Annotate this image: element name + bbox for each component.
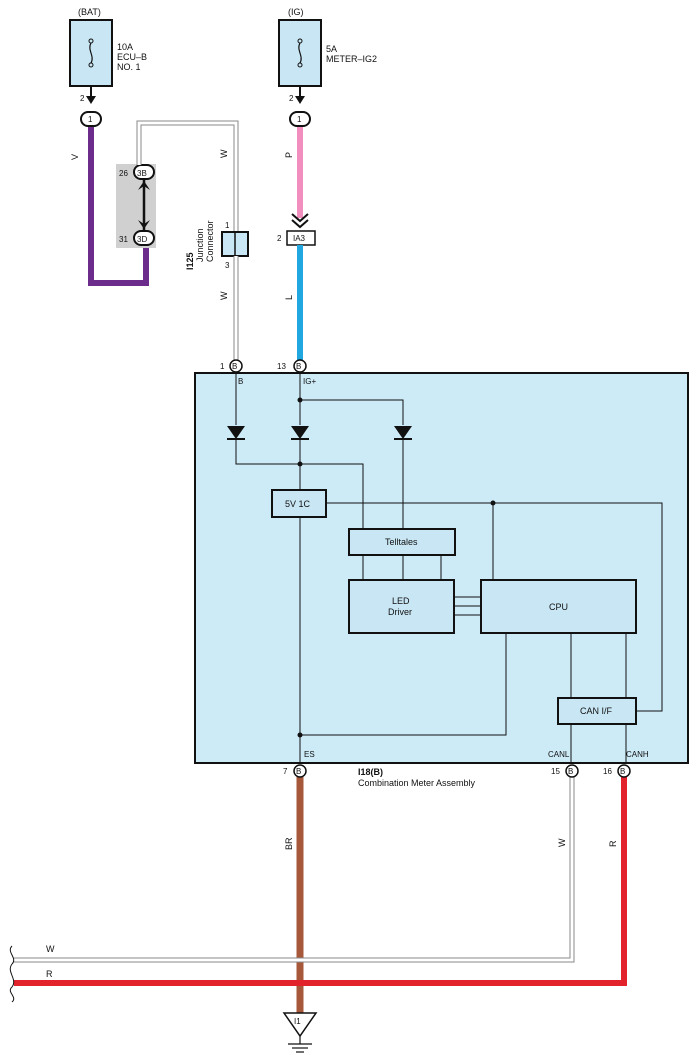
fuse-meter-ig2-amps: 5A [326, 44, 337, 54]
meter-id: I18(B) [358, 767, 383, 777]
wire-v-label: V [70, 154, 80, 160]
regulator-label: 5V 1C [285, 499, 311, 509]
connector-3b-pin: 26 [119, 169, 128, 178]
fuse-meter-ig2-terminal-arrow [295, 96, 305, 104]
cpu-block [480, 579, 637, 634]
connector-ig-1-label: 1 [297, 115, 302, 124]
connector-bat-1 [80, 111, 102, 127]
junction-connector-pin-top: 1 [225, 221, 230, 230]
meter-pin-canh-number: 16 [603, 767, 612, 776]
wiring-junction-dots [297, 397, 496, 738]
meter-pin-es-name: ES [304, 750, 315, 759]
meter-pin-canl-name: CANL [548, 750, 570, 759]
wire-w-mid-label: W [219, 291, 229, 300]
wire-white-canl-outline [14, 777, 575, 963]
diode-b-icon [227, 426, 245, 440]
wire-white-canl [14, 777, 574, 962]
telltales-label: Telltales [385, 537, 418, 547]
connector-3d [133, 230, 155, 246]
meter-pin-ig-name: IG+ [303, 377, 316, 386]
fuse-ecu-b-amps: 10A [117, 42, 133, 52]
connector-ia3-pin: 2 [277, 234, 282, 243]
meter-pin-es-conn: B [296, 767, 301, 776]
diode-ig-icon [291, 426, 309, 440]
junction-arrow-down-icon [138, 220, 150, 229]
ig-source-label: (IG) [288, 7, 304, 17]
diode-telltale-icon [394, 426, 412, 440]
connector-ia3-label: IA3 [293, 234, 306, 243]
connector-ig-1 [289, 111, 311, 127]
fuse-ecu-b-icon [88, 38, 94, 68]
can-if-block [557, 697, 637, 725]
wire-l-label: L [284, 295, 294, 300]
meter-pin-canl-connector [565, 764, 579, 778]
bus-r-label: R [46, 969, 53, 979]
wire-br-label: BR [284, 837, 294, 850]
wire-white-top [137, 121, 238, 232]
meter-pin-canl-conn: B [568, 767, 573, 776]
meter-pin-b-number: 1 [220, 362, 225, 371]
junction-connector-name2: Connector [205, 220, 215, 262]
ground-triangle-icon [282, 1012, 318, 1038]
meter-pin-canh-conn: B [620, 767, 625, 776]
meter-pin-ig-conn: B [296, 362, 301, 371]
ground-label: I1 [294, 1017, 301, 1026]
meter-pin-b-conn: B [232, 362, 237, 371]
meter-pin-es-number: 7 [283, 767, 288, 776]
can-if-label: CAN I/F [580, 706, 613, 716]
wire-red-canh [14, 777, 627, 986]
meter-pin-canh-connector [617, 764, 631, 778]
led-driver-block [348, 579, 455, 634]
junction-arrow-up-icon [138, 181, 150, 190]
junction-connector-pin-bottom: 3 [225, 261, 230, 270]
fuse-ecu-b-terminal-arrow [86, 96, 96, 104]
meter-name: Combination Meter Assembly [358, 778, 476, 788]
wire-r-canh-label: R [608, 840, 618, 847]
junction-connector-id: I125 [185, 252, 195, 270]
led-driver-label-1: LED [392, 596, 410, 606]
fuse-meter-ig2-name: METER–IG2 [326, 54, 377, 64]
meter-pin-b-name: B [238, 377, 243, 386]
meter-pin-es-connector [293, 764, 307, 778]
meter-pin-canl-number: 15 [551, 767, 560, 776]
wire-break-marks-icon [9, 945, 15, 1003]
connector-3b-label: 3B [137, 169, 147, 178]
connector-3d-pin: 31 [119, 235, 128, 244]
telltales-block [348, 528, 456, 556]
wire-w-canl-label: W [557, 838, 567, 847]
connector-3b [133, 164, 155, 180]
bus-w-label: W [46, 944, 55, 954]
fuse-meter-ig2-pin: 2 [289, 94, 294, 103]
cpu-label: CPU [549, 602, 568, 612]
regulator-5v-block [271, 489, 327, 518]
fuse-ecu-b-number: NO. 1 [117, 62, 141, 72]
wire-violet [88, 127, 149, 286]
meter-pin-ig-number: 13 [277, 362, 286, 371]
led-driver-label-2: Driver [388, 607, 412, 617]
connector-3d-label: 3D [137, 235, 147, 244]
fuse-ecu-b-name: ECU–B [117, 52, 147, 62]
ground-symbol-icon [288, 1036, 312, 1053]
fuse-ecu-b-pin: 2 [80, 94, 85, 103]
bat-source-label: (BAT) [78, 7, 101, 17]
fuse-meter-ig2-icon [297, 38, 303, 68]
wire-w-top-label: W [219, 149, 229, 158]
meter-pin-canh-name: CANH [626, 750, 649, 759]
connector-bat-1-label: 1 [88, 115, 93, 124]
inline-connector-chevron-icon [291, 213, 309, 229]
junction-connector-name: Junction [195, 228, 205, 262]
wire-p-label: P [284, 152, 294, 158]
